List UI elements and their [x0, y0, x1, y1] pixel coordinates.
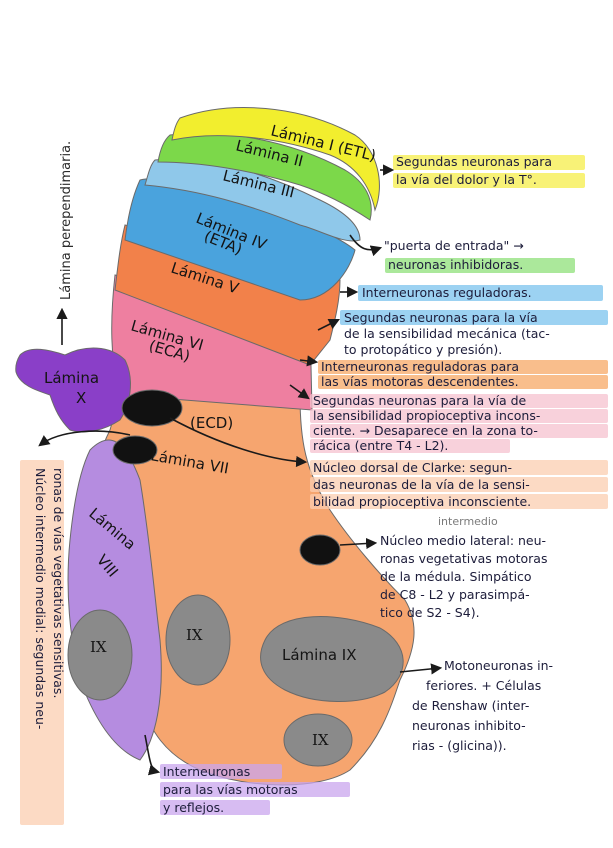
- note-clarke-3: bilidad propioceptiva inconsciente.: [313, 494, 531, 509]
- note-lamina-viii-1: Interneuronas: [163, 764, 250, 779]
- note-medio-lateral-3: de la médula. Simpático: [380, 569, 532, 584]
- note-medio-lateral-1: Núcleo medio lateral: neu-: [380, 533, 546, 548]
- note-lamina-i-1: Segundas neuronas para: [396, 154, 552, 169]
- annotation-highlights: [20, 155, 608, 825]
- lamina-ix-patch-c: [283, 713, 353, 767]
- nucleus-lateral: [299, 534, 341, 566]
- nucleus-eca: [121, 389, 183, 427]
- note-lamina-ix-5: rias - (glicina)).: [412, 738, 507, 753]
- spinal-cord-shape: [15, 107, 415, 786]
- note-lamina-iii: Interneuronas reguladoras.: [362, 285, 532, 300]
- ix-label-b: IX: [186, 626, 203, 644]
- annotation-texts: Segundas neuronas para la vía del dolor …: [33, 154, 553, 815]
- note-lamina-iv-3: to protopático y presión).: [344, 342, 502, 357]
- note-lamina-viii-2: para las vías motoras: [163, 782, 298, 797]
- lamina-ix-patch-a: [67, 609, 133, 701]
- note-medio-lateral-5: tico de S2 - S4).: [380, 605, 480, 620]
- lamina-ix-patch-main: [260, 616, 404, 702]
- lamina-i-region: [171, 107, 380, 212]
- note-lamina-ix-2: feriores. + Células: [426, 678, 541, 693]
- note-lamina-ix-4: neuronas inhibito-: [412, 718, 526, 733]
- lamina-ix-patch-b: [165, 594, 231, 686]
- note-lamina-ii-2: neuronas inhibidoras.: [388, 257, 523, 272]
- note-lamina-iv-2: de la sensibilidad mecánica (tac-: [344, 326, 550, 341]
- lamina-x-label: Lámina: [44, 369, 99, 387]
- note-lamina-vi-4: rácica (entre T4 - L2).: [313, 438, 448, 453]
- note-intermedio-medial-1: Núcleo intermedio medial: segundas neu-: [33, 468, 48, 729]
- note-lamina-iv-1: Segundas neuronas para la vía: [344, 310, 538, 325]
- note-clarke-2: das neuronas de la vía de la sensi-: [313, 477, 530, 492]
- note-medio-lateral-2: ronas vegetativas motoras: [380, 551, 547, 566]
- lamina-iii-region: [144, 158, 361, 242]
- note-lamina-v-1: Interneuronas reguladoras para: [321, 359, 519, 374]
- perependimaria-label: Lámina perependimaria.: [59, 141, 74, 300]
- nucleus-ecd: [112, 435, 158, 465]
- note-lamina-ii-1: "puerta de entrada" →: [384, 238, 524, 253]
- note-lamina-vi-2: la sensibilidad propioceptiva incons-: [313, 408, 540, 423]
- note-lamina-v-2: las vías motoras descendentes.: [321, 374, 519, 389]
- note-medio-lateral-4: de C8 - L2 y parasimpá-: [380, 587, 530, 602]
- annotation-arrows: [38, 164, 443, 776]
- lamina-x-region: [15, 347, 131, 433]
- ix-label-a: IX: [90, 638, 107, 656]
- note-lamina-ix-1: Motoneuronas in-: [444, 658, 553, 673]
- note-lamina-ix-3: de Renshaw (inter-: [412, 698, 529, 713]
- ecd-label: (ECD): [190, 414, 233, 432]
- note-clarke-1: Núcleo dorsal de Clarke: segun-: [313, 460, 512, 475]
- ix-label-c: IX: [312, 731, 329, 749]
- note-intermedio: intermedio: [438, 515, 498, 528]
- lamina-ii-region: [157, 132, 372, 221]
- lamina-x-sub: X: [76, 389, 86, 407]
- note-lamina-vi-1: Segundas neuronas para la vía de: [313, 393, 527, 408]
- note-lamina-i-2: la vía del dolor y la T°.: [396, 172, 537, 187]
- note-lamina-viii-3: y reflejos.: [163, 800, 224, 815]
- note-lamina-vi-3: ciente. → Desaparece en la zona to-: [313, 423, 538, 438]
- lamina-ix-label: Lámina IX: [282, 646, 357, 664]
- note-intermedio-medial-2: ronas de vías vegetativas sensitivas.: [51, 468, 66, 698]
